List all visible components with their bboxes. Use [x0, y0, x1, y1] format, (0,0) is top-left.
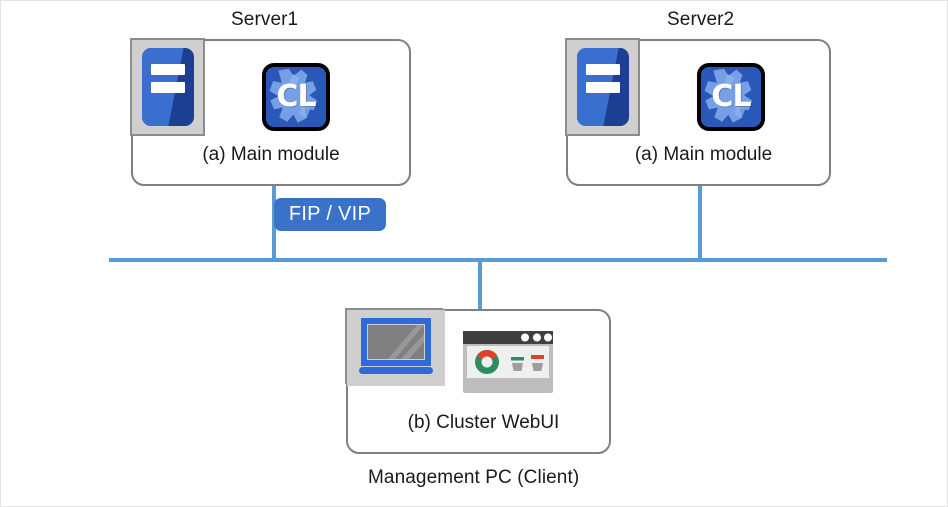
server2-caption: Server2: [667, 9, 735, 30]
logo-text: CL: [276, 79, 316, 114]
browser-window-icon: [463, 331, 553, 393]
clusterpro-logo-icon: CL: [697, 63, 765, 131]
network-bus-line: [109, 258, 887, 262]
browser-window-glyph: [463, 331, 553, 393]
server-drive-bay-1: [150, 64, 185, 75]
server-drive-bay-2: [150, 82, 185, 93]
logo-splash-shape: [701, 67, 761, 127]
server2-module-label: (a) Main module: [634, 144, 773, 165]
server-drive-bay-2: [585, 82, 620, 93]
fip-vip-label: FIP / VIP: [288, 203, 372, 225]
cluster-webui-module-label: (b) Cluster WebUI: [407, 412, 560, 433]
server-machine-icon: [565, 38, 640, 136]
server-chassis: [141, 48, 194, 126]
laptop-icon: [345, 308, 445, 386]
server-machine-icon: [130, 38, 205, 136]
wire-server2-to-bus: [698, 185, 702, 262]
fip-vip-badge[interactable]: FIP / VIP: [274, 198, 386, 231]
clusterpro-logo-icon: CL: [262, 63, 330, 131]
laptop-glyph: [347, 310, 445, 386]
server1-caption: Server1: [231, 9, 299, 30]
management-pc-caption: Management PC (Client): [368, 467, 580, 488]
server-chassis: [576, 48, 629, 126]
server1-module-label: (a) Main module: [202, 144, 340, 165]
wire-bus-to-client: [478, 260, 482, 311]
logo-text: CL: [711, 79, 751, 114]
server-drive-bay-1: [585, 64, 620, 75]
logo-splash-shape: [266, 67, 326, 127]
